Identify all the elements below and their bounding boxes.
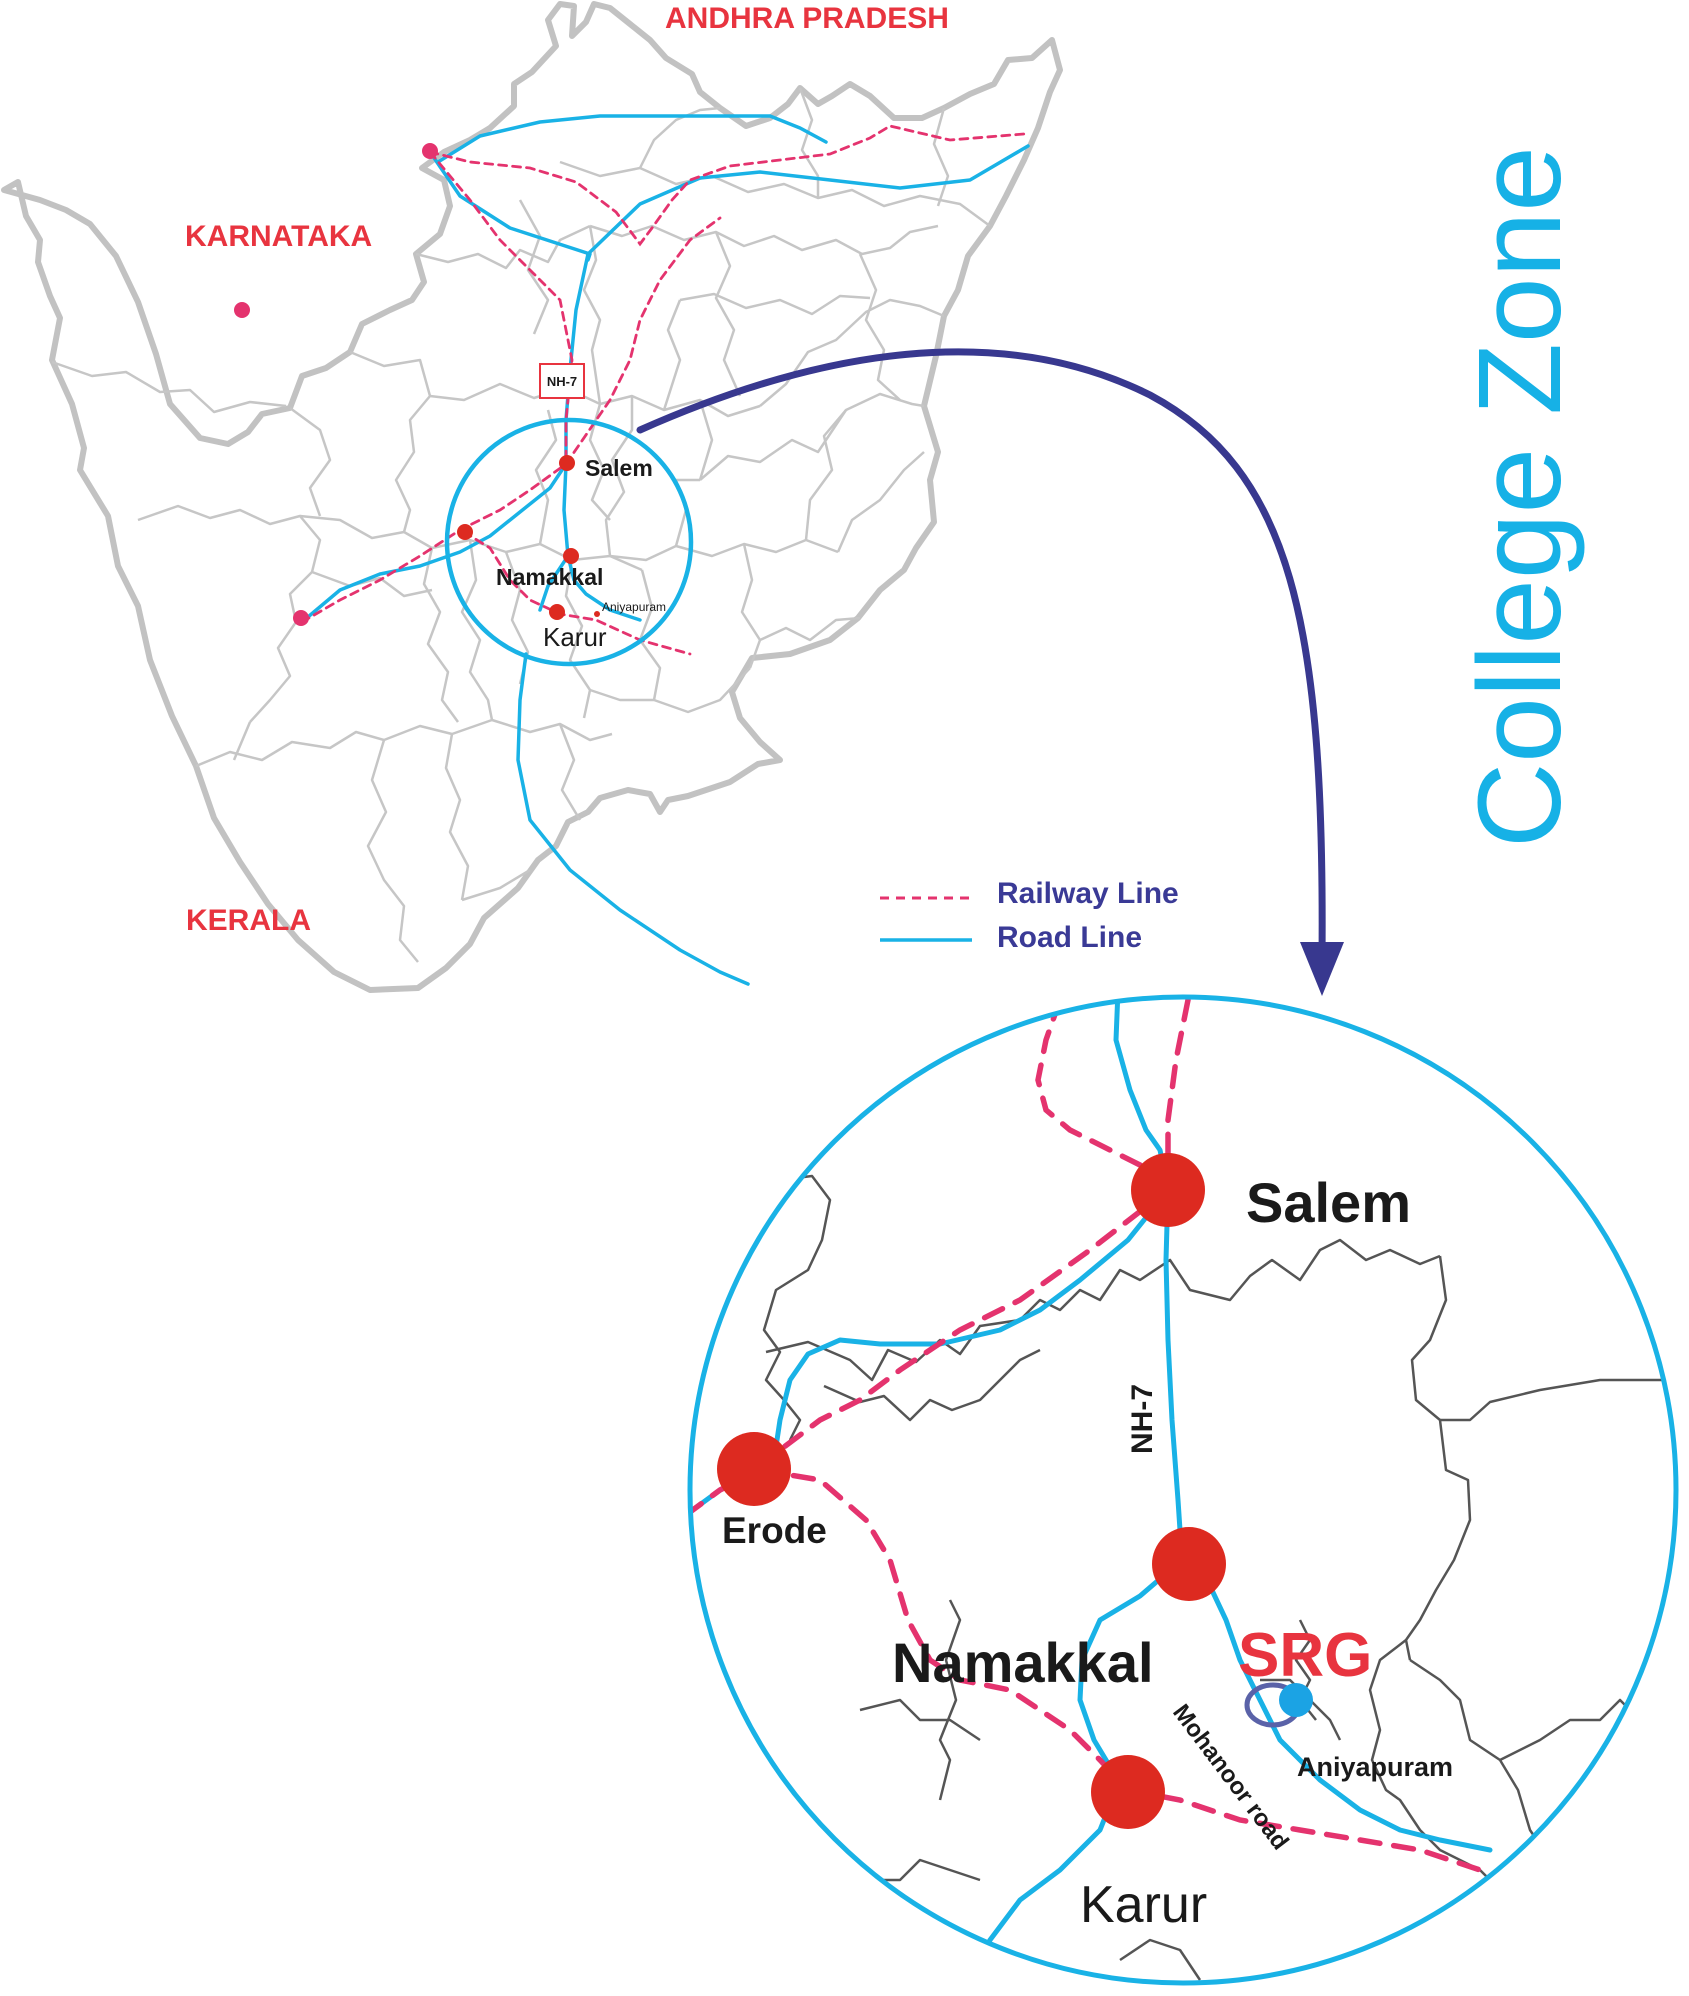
- marker-salem-small: [559, 455, 575, 471]
- label-namakkal: Namakkal: [892, 1631, 1154, 1694]
- overview-zone-circle: [444, 417, 694, 667]
- zoom-arrow: [636, 348, 1344, 996]
- zoom-detail: Salem Erode Namakkal Aniyapuram Karur SR…: [687, 994, 1679, 1986]
- marker-erode: [717, 1432, 791, 1506]
- state-label-karnataka: KARNATAKA: [185, 220, 372, 253]
- label-salem: Salem: [1246, 1171, 1411, 1234]
- label-nh7: NH-7: [1126, 1384, 1159, 1454]
- overview-railway-lines: [300, 124, 1026, 656]
- label-erode: Erode: [722, 1510, 827, 1551]
- state-label-kerala: KERALA: [186, 904, 311, 937]
- legend-road-label: Road Line: [997, 921, 1142, 954]
- zoom-city-markers: [717, 1153, 1226, 1829]
- marker-aniyapuram-small: [594, 611, 600, 617]
- overview-label-namakkal: Namakkal: [496, 564, 603, 590]
- college-marker: [1279, 1683, 1313, 1717]
- overview-city-markers: [234, 143, 600, 626]
- zoom-circle-outline: [687, 994, 1679, 1986]
- state-coastline: [1, 1, 1063, 993]
- label-karur: Karur: [1080, 1876, 1207, 1934]
- marker-namakkal: [1152, 1527, 1226, 1601]
- overview-label-salem: Salem: [585, 455, 653, 481]
- legend-railway-label: Railway Line: [997, 877, 1179, 910]
- college-label-srg: SRG: [1238, 1621, 1372, 1690]
- marker-karur: [1091, 1755, 1165, 1829]
- marker-karnataka: [234, 302, 250, 318]
- state-label-andhra-pradesh: ANDHRA PRADESH: [665, 2, 949, 35]
- label-aniyapuram: Aniyapuram: [1297, 1752, 1453, 1782]
- overview-map: NH-7 ANDHRA PRADESH KARNATAKA KERALA Sal…: [1, 1, 1063, 993]
- marker-west: [293, 610, 309, 626]
- overview-label-karur: Karur: [543, 622, 607, 652]
- nh7-badge-label: NH-7: [547, 374, 577, 389]
- college-location: [1244, 1682, 1313, 1728]
- marker-namakkal-small: [563, 548, 579, 564]
- legend: Railway Line Road Line: [880, 877, 1179, 954]
- marker-salem: [1131, 1153, 1205, 1227]
- marker-north-junction: [422, 143, 438, 159]
- marker-erode-small: [457, 524, 473, 540]
- overview-label-aniyapuram: Aniyapuram: [602, 600, 666, 614]
- marker-karur-small: [549, 604, 565, 620]
- arrow-head: [1300, 942, 1344, 996]
- zone-title: College Zone: [1454, 146, 1586, 848]
- nh7-badge: NH-7: [539, 363, 585, 399]
- district-boundaries: [51, 87, 991, 963]
